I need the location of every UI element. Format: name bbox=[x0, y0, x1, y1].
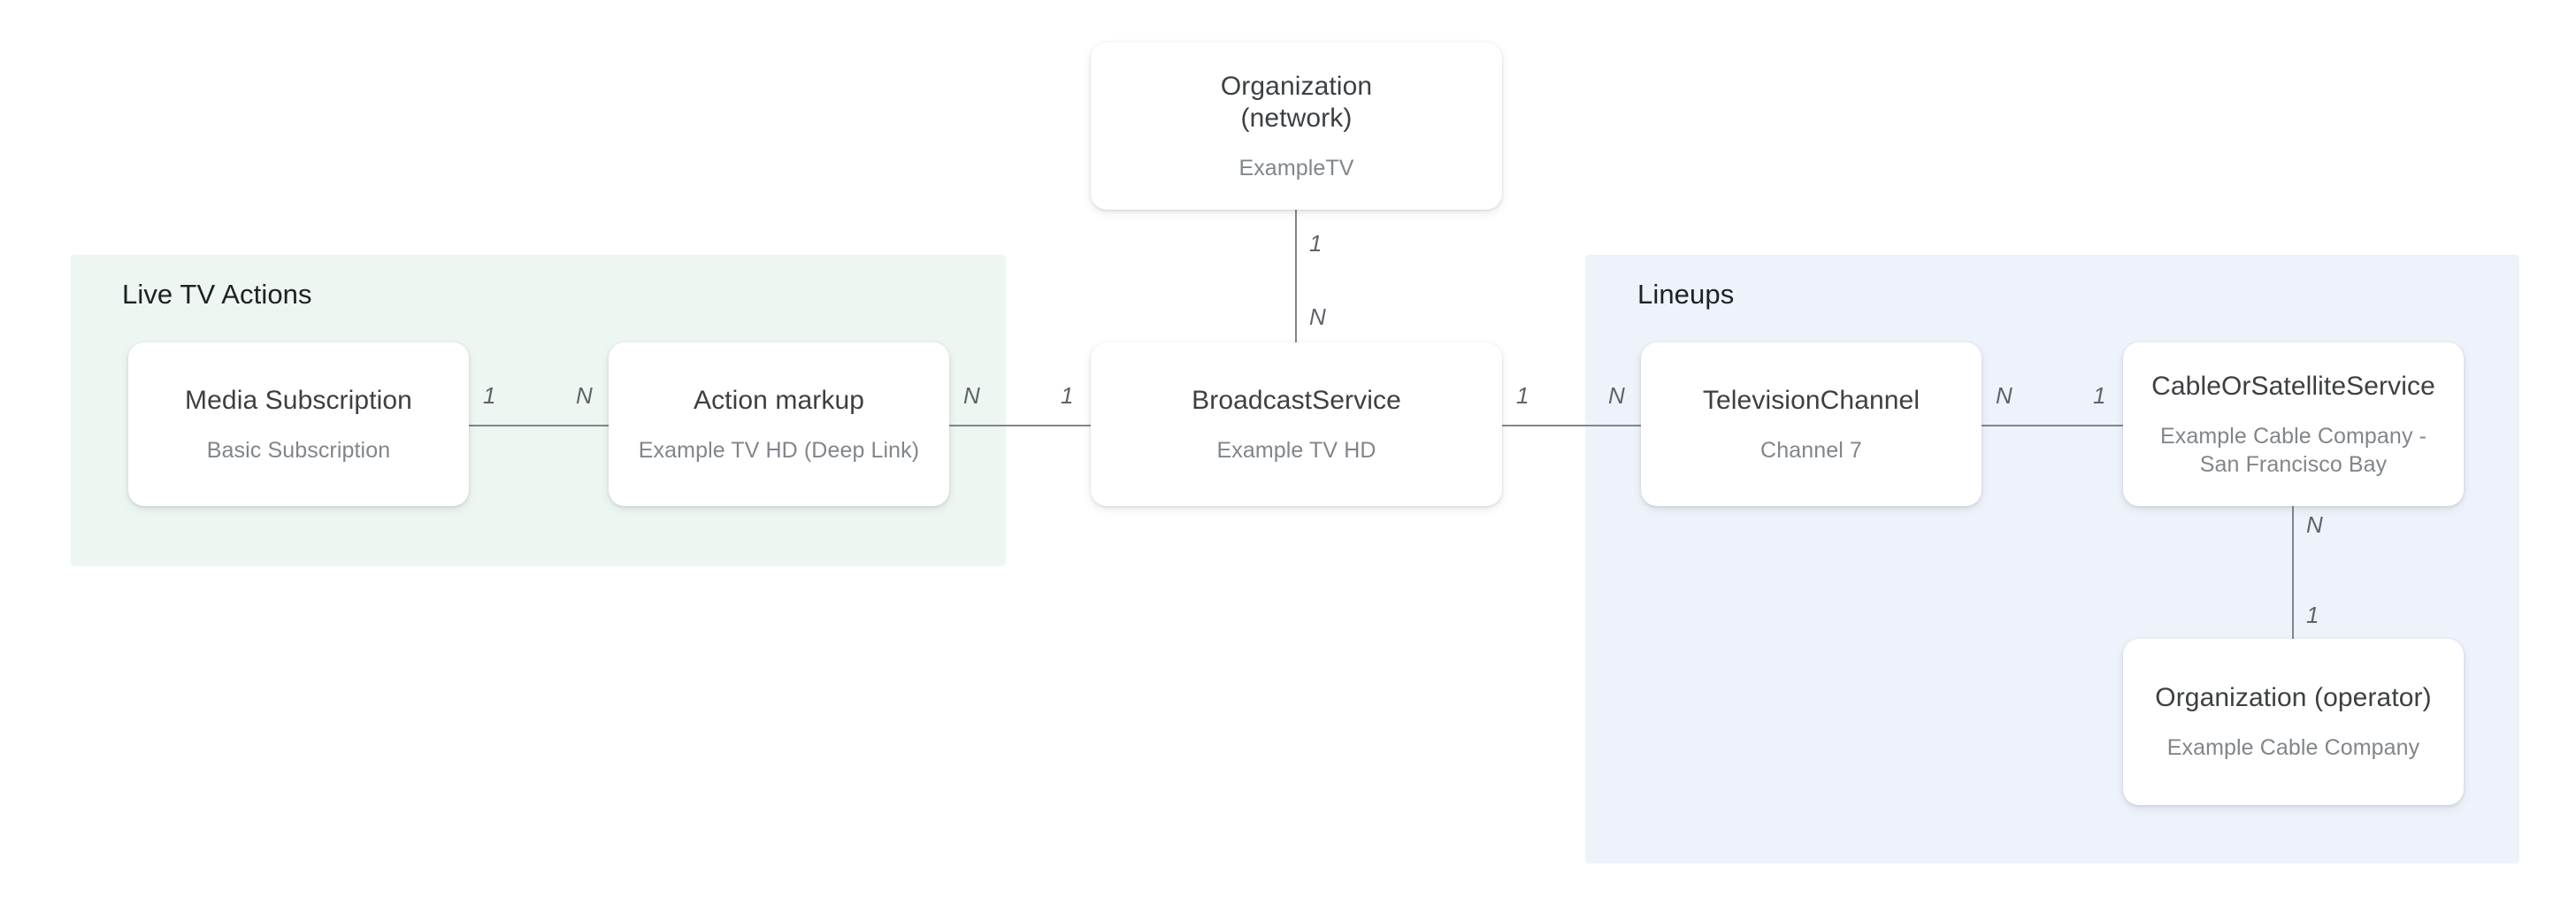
node-broadcast-service[interactable]: BroadcastService Example TV HD bbox=[1091, 342, 1502, 506]
node-subtitle: Basic Subscription bbox=[206, 437, 391, 463]
edge-broadcast-service-television-channel bbox=[1502, 425, 1641, 426]
node-subtitle: Example Cable Company bbox=[2166, 735, 2420, 760]
edge-cardinality-n: N bbox=[1996, 382, 2012, 409]
node-organization-operator[interactable]: Organization (operator) Example Cable Co… bbox=[2123, 639, 2464, 805]
edge-cardinality-n: N bbox=[963, 382, 980, 409]
edge-organization-network-broadcast-service bbox=[1295, 210, 1297, 342]
edge-cardinality-n: N bbox=[2306, 511, 2323, 538]
edge-television-channel-cable-or-satellite-service bbox=[1982, 425, 2123, 426]
edge-cardinality-1: 1 bbox=[1061, 382, 1074, 409]
node-subtitle: Example TV HD bbox=[1216, 437, 1376, 463]
node-subtitle: Example TV HD (Deep Link) bbox=[638, 437, 920, 463]
edge-cardinality-1: 1 bbox=[1309, 230, 1322, 257]
group-title-live-tv-actions: Live TV Actions bbox=[122, 279, 312, 310]
node-title: Organization (network) bbox=[1220, 71, 1373, 133]
node-subtitle: ExampleTV bbox=[1238, 155, 1354, 180]
edge-cardinality-n: N bbox=[1309, 303, 1326, 330]
node-title: Organization (operator) bbox=[2155, 683, 2432, 712]
node-title: TelevisionChannel bbox=[1702, 385, 1920, 415]
node-subtitle: Channel 7 bbox=[1760, 437, 1862, 463]
node-title: Media Subscription bbox=[185, 385, 412, 415]
edge-cardinality-1: 1 bbox=[483, 382, 496, 409]
edge-action-markup-broadcast-service bbox=[949, 425, 1091, 426]
edge-cardinality-n: N bbox=[576, 382, 593, 409]
edge-cardinality-1: 1 bbox=[1516, 382, 1530, 409]
edge-cardinality-n: N bbox=[1608, 382, 1625, 409]
node-title: BroadcastService bbox=[1192, 385, 1401, 415]
node-subtitle: Example Cable Company - San Francisco Ba… bbox=[2159, 423, 2427, 477]
edge-cardinality-1: 1 bbox=[2093, 382, 2106, 409]
node-cable-or-satellite-service[interactable]: CableOrSatelliteService Example Cable Co… bbox=[2123, 342, 2464, 506]
node-organization-network[interactable]: Organization (network) ExampleTV bbox=[1091, 42, 1502, 210]
edge-media-subscription-action-markup bbox=[469, 425, 609, 426]
node-title: Action markup bbox=[693, 385, 865, 415]
node-media-subscription[interactable]: Media Subscription Basic Subscription bbox=[128, 342, 469, 506]
group-title-lineups: Lineups bbox=[1637, 279, 1735, 310]
node-television-channel[interactable]: TelevisionChannel Channel 7 bbox=[1641, 342, 1982, 506]
edge-cardinality-1: 1 bbox=[2306, 602, 2319, 628]
edge-cable-or-satellite-service-organization-operator bbox=[2292, 506, 2294, 639]
node-title: CableOrSatelliteService bbox=[2151, 371, 2435, 401]
node-action-markup[interactable]: Action markup Example TV HD (Deep Link) bbox=[609, 342, 949, 506]
